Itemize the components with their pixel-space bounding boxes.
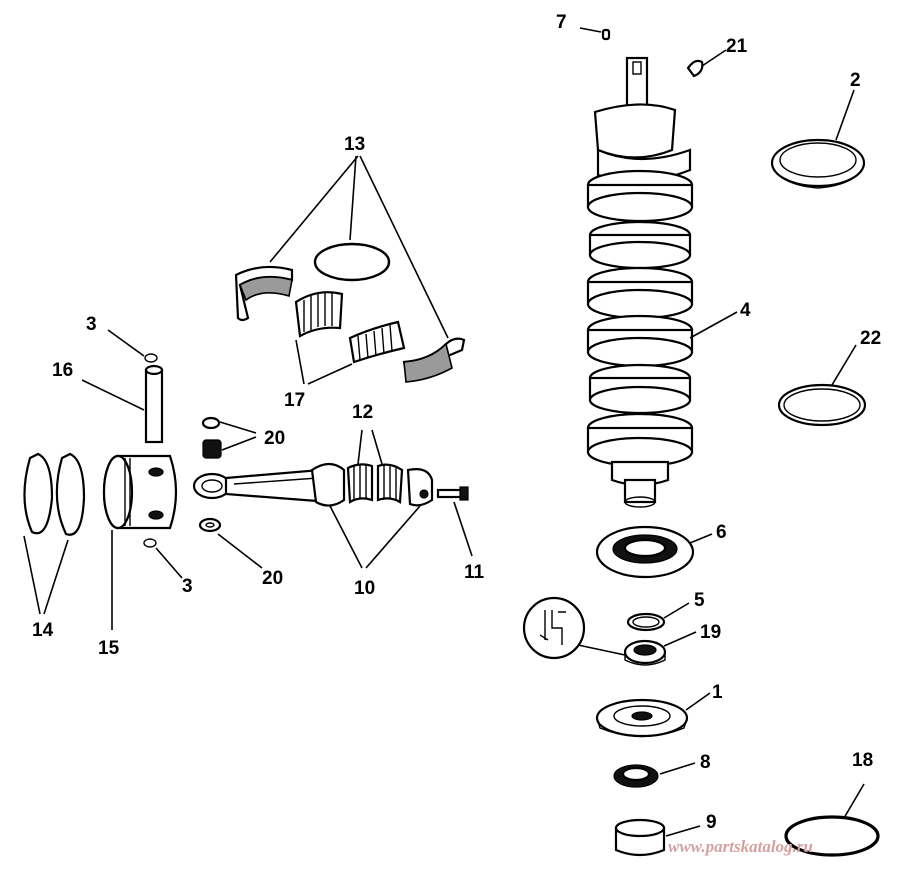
wrist-pin-16-part (144, 364, 164, 444)
bolt-11-part (436, 486, 469, 501)
label-8: 8 (700, 752, 711, 773)
seal-ring-2-part (770, 138, 866, 189)
leader-lines (23, 27, 865, 837)
crankshaft-part (586, 56, 694, 508)
washer-20a-part (201, 416, 221, 430)
needle-cage-17a-part (294, 291, 344, 338)
bushing-9-part (614, 818, 666, 857)
seal-detail-callout (522, 596, 626, 660)
bearing-6-part (595, 525, 695, 579)
label-18: 18 (852, 750, 873, 771)
label-7: 7 (556, 12, 567, 33)
label-5: 5 (694, 590, 705, 611)
circlip-3b-part (143, 538, 157, 548)
housing-1-part (595, 698, 689, 738)
watermark: www.partskatalog.ru (668, 837, 813, 856)
label-21: 21 (726, 36, 748, 57)
label-20-top: 20 (264, 428, 285, 449)
ring-22-part (777, 383, 867, 427)
needle-cage-12-part (346, 463, 404, 504)
key-21-part (686, 59, 704, 78)
needle-cage-17b-part (348, 320, 406, 364)
piston-15-part (102, 454, 178, 530)
label-13: 13 (344, 134, 365, 155)
label-16: 16 (52, 360, 73, 381)
needle-bearing-20-part (202, 439, 222, 459)
piston-rings-14-part (23, 452, 86, 536)
label-19: 19 (700, 622, 721, 643)
circlip-3a-part (144, 353, 158, 363)
retaining-ring-5-part (626, 612, 666, 632)
label-17: 17 (284, 390, 305, 411)
seal-19-part (623, 639, 667, 666)
label-1: 1 (712, 682, 723, 703)
retaining-ring-13-part (313, 242, 391, 282)
label-14: 14 (32, 620, 54, 641)
label-20-bottom: 20 (262, 568, 283, 589)
seal-8-part (613, 764, 659, 788)
callout-labels: 7 21 2 4 22 6 5 19 1 8 18 9 13 17 3 16 2… (32, 12, 881, 833)
label-22: 22 (860, 328, 881, 349)
label-3-top: 3 (86, 314, 97, 335)
label-9: 9 (706, 812, 717, 833)
label-6: 6 (716, 522, 727, 543)
bearing-half-13b-part (402, 337, 466, 383)
label-15: 15 (98, 638, 120, 659)
label-10: 10 (354, 578, 375, 599)
bearing-half-13a-part (234, 265, 294, 322)
label-12: 12 (352, 402, 373, 423)
washer-20b-part (198, 517, 222, 533)
connecting-rod-10-part (192, 462, 434, 507)
label-11: 11 (464, 562, 485, 583)
pin-7-part (601, 28, 611, 41)
o-ring-18-part (784, 815, 880, 857)
label-3-bottom: 3 (182, 576, 193, 597)
label-2: 2 (850, 70, 861, 91)
label-4: 4 (740, 300, 751, 321)
